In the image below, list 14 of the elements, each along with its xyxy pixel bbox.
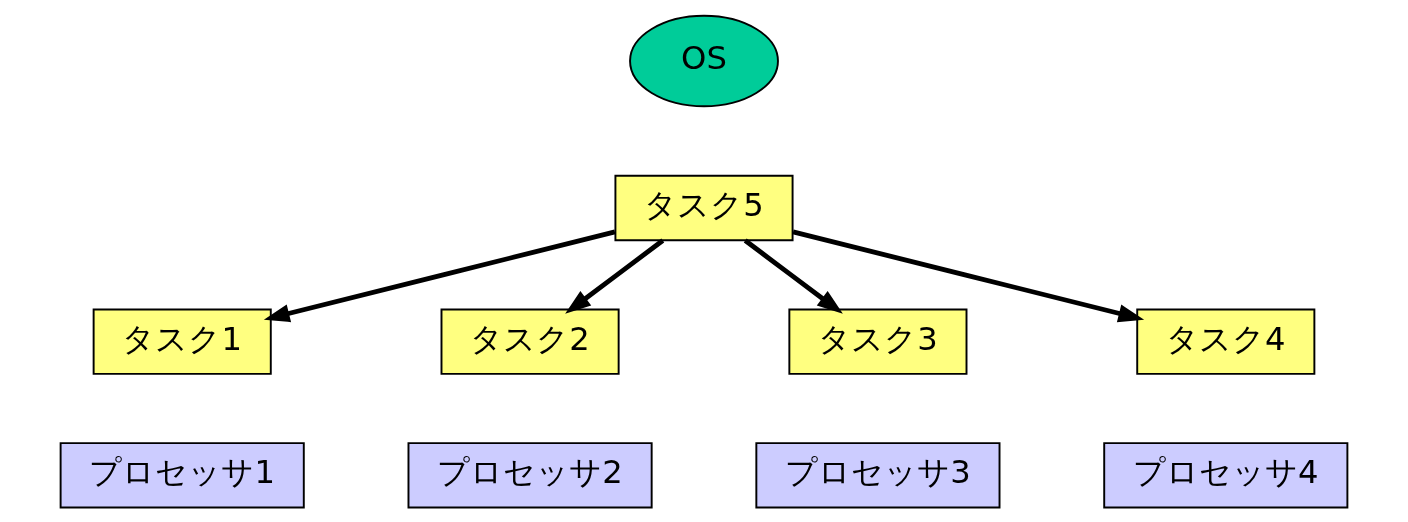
- node-box: プロセッサ3: [755, 441, 1001, 509]
- node-box: タスク1: [92, 308, 272, 375]
- node-box: プロセッサ4: [1103, 441, 1349, 509]
- arrow: [792, 229, 1145, 322]
- arrow: [565, 238, 665, 314]
- node-box: プロセッサ2: [407, 441, 653, 509]
- node-box: タスク3: [788, 308, 968, 375]
- arrow: [743, 238, 843, 314]
- node-ellipse: OS: [629, 14, 779, 107]
- node-box: タスク4: [1136, 308, 1316, 375]
- arrow: [263, 229, 616, 322]
- node-box: プロセッサ1: [59, 441, 305, 509]
- node-box: タスク5: [614, 174, 794, 241]
- node-box: タスク2: [440, 308, 620, 375]
